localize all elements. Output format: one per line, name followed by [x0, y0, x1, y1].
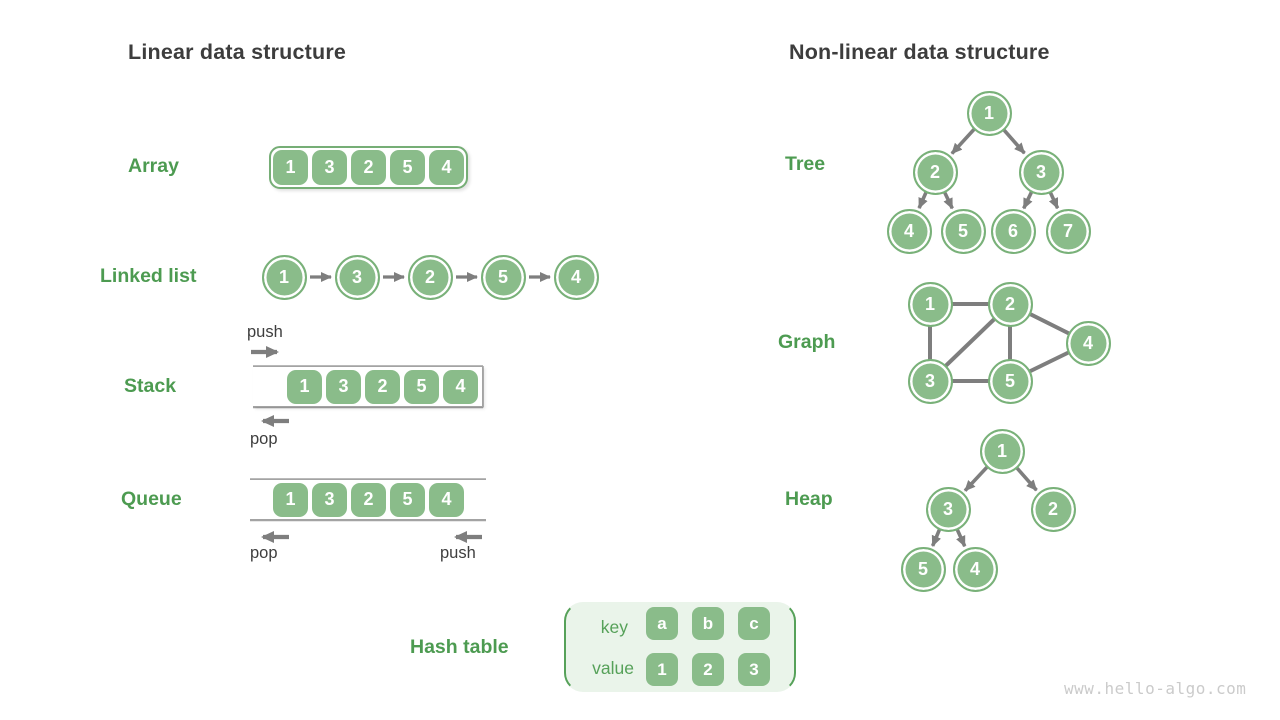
graph-node: 5 [987, 358, 1033, 404]
heap-node: 3 [925, 486, 971, 532]
graph-label: Graph [778, 331, 836, 353]
tree-node: 5 [940, 208, 986, 254]
tree-node: 7 [1045, 208, 1091, 254]
stack-cell: 3 [326, 369, 361, 404]
queue-push-label: push [440, 544, 476, 562]
stack-cell: 5 [404, 369, 439, 404]
linked-list-node: 4 [553, 254, 599, 300]
array-cell: 4 [429, 150, 464, 185]
linked-list-node: 5 [480, 254, 526, 300]
hash-key-cell: b [692, 607, 724, 640]
stack-cell: 1 [287, 369, 322, 404]
linked-list-node: 3 [334, 254, 380, 300]
queue-label: Queue [121, 488, 182, 510]
array-cell: 5 [390, 150, 425, 185]
hash-key-cell: a [646, 607, 678, 640]
hash-value-label: value [592, 658, 634, 678]
graph-node: 2 [987, 281, 1033, 327]
array-cell: 1 [273, 150, 308, 185]
linked-list-label: Linked list [100, 265, 197, 287]
stack-label: Stack [124, 375, 177, 397]
tree-node: 6 [990, 208, 1036, 254]
queue-cell: 4 [429, 482, 464, 517]
linear-section-title: Linear data structure [128, 40, 347, 64]
stack-cell: 2 [365, 369, 400, 404]
tree-node: 1 [966, 90, 1012, 136]
stack-pop-label: pop [250, 430, 278, 448]
tree-node: 3 [1018, 149, 1064, 195]
nonlinear-section-title: Non-linear data structure [789, 40, 1050, 64]
queue-cell: 3 [312, 482, 347, 517]
watermark: www.hello-algo.com [1064, 679, 1247, 698]
hash-table-label: Hash table [410, 636, 509, 658]
array-cell: 3 [312, 150, 347, 185]
graph-node: 3 [907, 358, 953, 404]
graph-node: 4 [1065, 320, 1111, 366]
linked-list-node: 1 [261, 254, 307, 300]
hash-value-cell: 1 [646, 653, 678, 686]
heap-label: Heap [785, 488, 833, 510]
operation-arrows [251, 346, 482, 543]
queue-cell: 2 [351, 482, 386, 517]
hash-value-cell: 3 [738, 653, 770, 686]
heap-node: 2 [1030, 486, 1076, 532]
queue-cell: 5 [390, 482, 425, 517]
hash-key-cell: c [738, 607, 770, 640]
tree-label: Tree [785, 153, 826, 175]
queue-pop-label: pop [250, 544, 278, 562]
stack-cell: 4 [443, 369, 478, 404]
stack-push-label: push [247, 323, 283, 341]
heap-node: 1 [979, 428, 1025, 474]
heap-node: 4 [952, 546, 998, 592]
tree-node: 4 [886, 208, 932, 254]
heap-node: 5 [900, 546, 946, 592]
queue-cell: 1 [273, 482, 308, 517]
tree-node: 2 [912, 149, 958, 195]
graph-node: 1 [907, 281, 953, 327]
linked-list-node: 2 [407, 254, 453, 300]
array-label: Array [128, 155, 179, 177]
hash-value-cell: 2 [692, 653, 724, 686]
array-cell: 2 [351, 150, 386, 185]
hash-key-label: key [600, 617, 628, 637]
